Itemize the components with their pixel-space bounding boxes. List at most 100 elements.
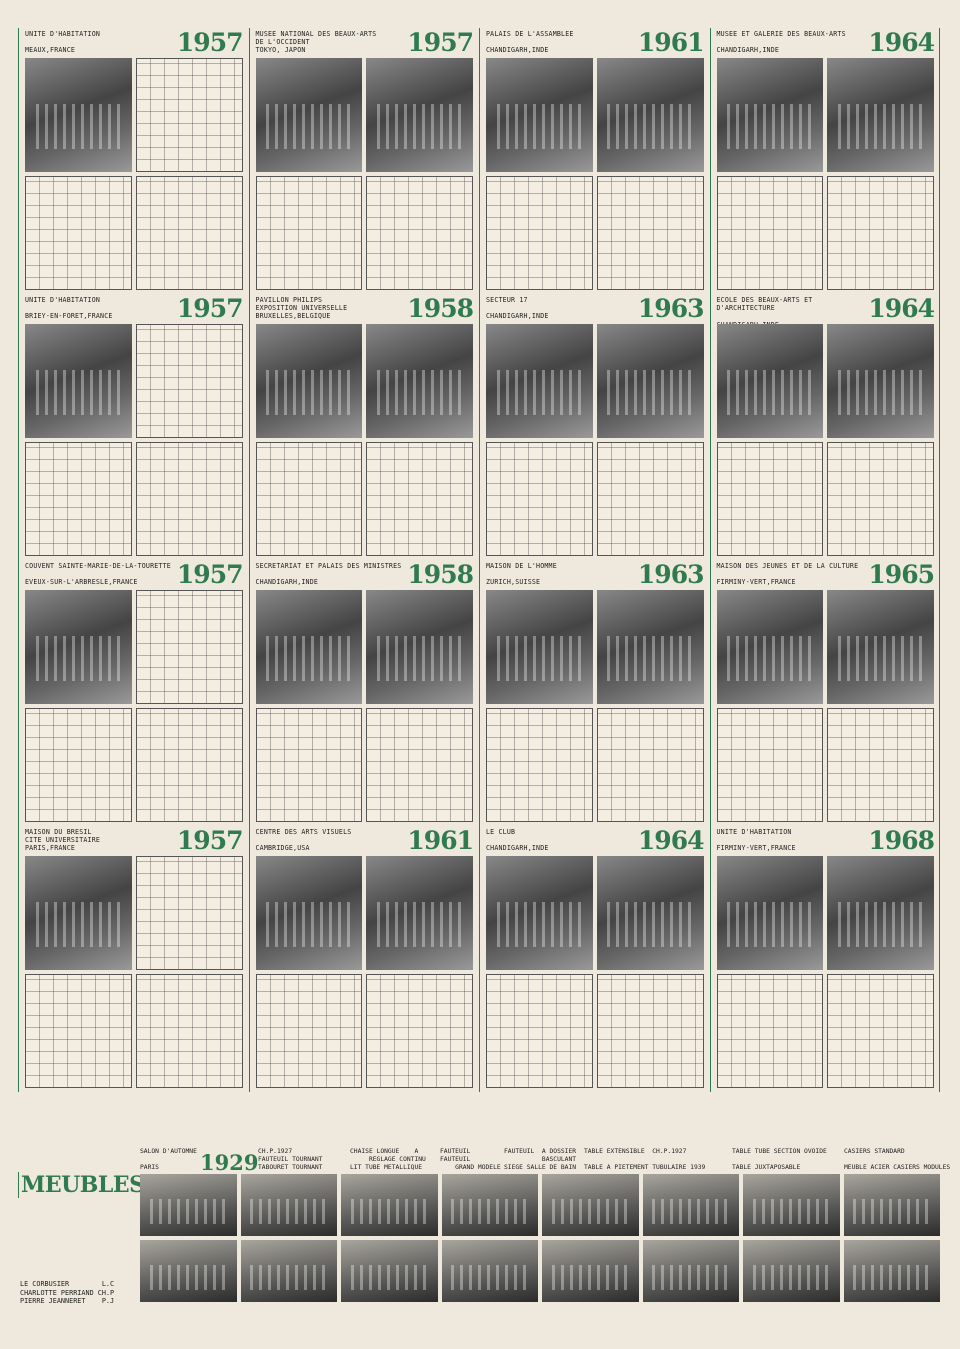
building-photo — [827, 324, 934, 438]
floor-plan — [25, 176, 132, 290]
building-photo — [596, 590, 704, 704]
floor-plan — [135, 58, 243, 172]
building-photo — [716, 324, 824, 438]
building-photo — [716, 590, 824, 704]
floor-plan — [255, 708, 363, 822]
floor-plan — [25, 442, 132, 556]
floor-plan — [366, 176, 473, 290]
project-caption: UNITE D'HABITATION FIRMINY-VERT,FRANCE — [716, 828, 796, 853]
furniture-photo — [240, 1174, 337, 1236]
floor-plan — [25, 708, 132, 822]
project-caption: PAVILLON PHILIPS EXPOSITION UNIVERSELLE … — [255, 296, 348, 321]
project-visuals — [25, 856, 243, 1088]
building-photo — [25, 58, 132, 172]
furniture-photo — [843, 1240, 940, 1302]
floor-plan — [135, 176, 243, 290]
furniture-photo — [542, 1174, 639, 1236]
project-year: 1961 — [407, 826, 474, 855]
project-visuals — [486, 324, 704, 556]
project-visuals — [716, 856, 934, 1088]
furniture-photo — [341, 1240, 438, 1302]
project-visuals — [255, 590, 473, 822]
building-photo — [366, 590, 473, 704]
floor-plan — [596, 442, 704, 556]
building-photo — [827, 58, 934, 172]
project-cell: MUSEE ET GALERIE DES BEAUX-ARTS CHANDIGA… — [709, 28, 941, 294]
furniture-photo — [843, 1174, 940, 1236]
project-cell: UNITE D'HABITATION BRIEY-EN-FORET,FRANCE… — [18, 294, 249, 560]
furniture-photo — [441, 1174, 538, 1236]
floor-plan — [827, 176, 934, 290]
project-year: 1957 — [176, 560, 244, 589]
project-year: 1963 — [637, 560, 705, 589]
project-cell: PALAIS DE L'ASSAMBLEE CHANDIGARH,INDE 196… — [479, 28, 710, 294]
project-caption: UNITE D'HABITATION BRIEY-EN-FORET,FRANCE — [25, 296, 113, 321]
project-visuals — [716, 58, 934, 290]
meubles-title: MEUBLES — [18, 1172, 145, 1198]
project-cell: ECOLE DES BEAUX-ARTS ET D'ARCHITECTURE C… — [709, 294, 941, 560]
project-year: 1957 — [407, 28, 474, 57]
project-year: 1961 — [637, 28, 705, 57]
project-visuals — [486, 58, 704, 290]
floor-plan — [827, 974, 934, 1088]
project-cell: PAVILLON PHILIPS EXPOSITION UNIVERSELLE … — [248, 294, 480, 560]
floor-plan — [596, 974, 704, 1088]
floor-plan — [827, 442, 934, 556]
building-photo — [827, 590, 934, 704]
project-cell: SECRETARIAT ET PALAIS DES MINISTRES CHAN… — [248, 560, 480, 826]
floor-plan — [366, 442, 473, 556]
furniture-photo — [140, 1174, 237, 1236]
project-year: 1964 — [868, 28, 935, 57]
floor-plan — [366, 974, 473, 1088]
building-photo — [486, 324, 593, 438]
meubles-caption: TABLE EXTENSIBLE CH.P.1927 TABLE A PIETE… — [584, 1148, 706, 1171]
building-photo — [716, 58, 824, 172]
project-year: 1957 — [176, 294, 244, 323]
meubles-photos — [140, 1174, 940, 1302]
meubles-caption: TABLE TUBE SECTION OVOIDE TABLE JUXTAPOS… — [732, 1148, 827, 1171]
furniture-photo — [441, 1240, 538, 1302]
credits: LE CORBUSIER L.C CHARLOTTE PERRIAND CH.P… — [20, 1280, 115, 1305]
project-caption: SECRETARIAT ET PALAIS DES MINISTRES CHAN… — [255, 562, 402, 587]
building-photo — [255, 324, 363, 438]
building-photo — [366, 58, 473, 172]
project-visuals — [255, 324, 473, 556]
building-photo — [596, 58, 704, 172]
floor-plan — [135, 974, 243, 1088]
furniture-photo — [743, 1174, 840, 1236]
building-photo — [366, 324, 473, 438]
building-photo — [716, 856, 824, 970]
project-cell: MAISON DU BRESIL CITE UNIVERSITAIRE PARI… — [18, 826, 249, 1092]
project-visuals — [716, 324, 934, 556]
meubles-captions: SALON D'AUTOMNE PARIS CH.P.1927 FAUTEUIL… — [140, 1148, 950, 1174]
project-year: 1957 — [176, 28, 244, 57]
building-photo — [486, 58, 593, 172]
project-caption: MUSEE ET GALERIE DES BEAUX-ARTS CHANDIGA… — [716, 30, 846, 55]
building-photo — [486, 856, 593, 970]
floor-plan — [366, 708, 473, 822]
meubles-caption: CHAISE LONGUE A REGLAGE CONTINU LIT TUBE… — [350, 1148, 426, 1171]
meubles-caption: FAUTEUIL FAUTEUIL GRAND MODELE — [440, 1148, 501, 1171]
floor-plan — [255, 974, 363, 1088]
floor-plan — [716, 974, 824, 1088]
meubles-section: MEUBLES 1929 SALON D'AUTOMNE PARIS CH.P.… — [18, 1148, 950, 1312]
project-year: 1957 — [176, 826, 244, 855]
project-year: 1968 — [868, 826, 935, 855]
project-caption: SECTEUR 17 CHANDIGARH,INDE — [486, 296, 549, 321]
floor-plan — [135, 442, 243, 556]
project-caption: MUSEE NATIONAL DES BEAUX-ARTS DE L'OCCID… — [255, 30, 377, 55]
building-photo — [486, 590, 593, 704]
project-visuals — [255, 58, 473, 290]
floor-plan — [135, 856, 243, 970]
project-visuals — [25, 324, 243, 556]
project-caption: PALAIS DE L'ASSAMBLEE CHANDIGARH,INDE — [486, 30, 574, 55]
floor-plan — [255, 176, 363, 290]
building-photo — [366, 856, 473, 970]
building-photo — [596, 324, 704, 438]
project-visuals — [486, 590, 704, 822]
